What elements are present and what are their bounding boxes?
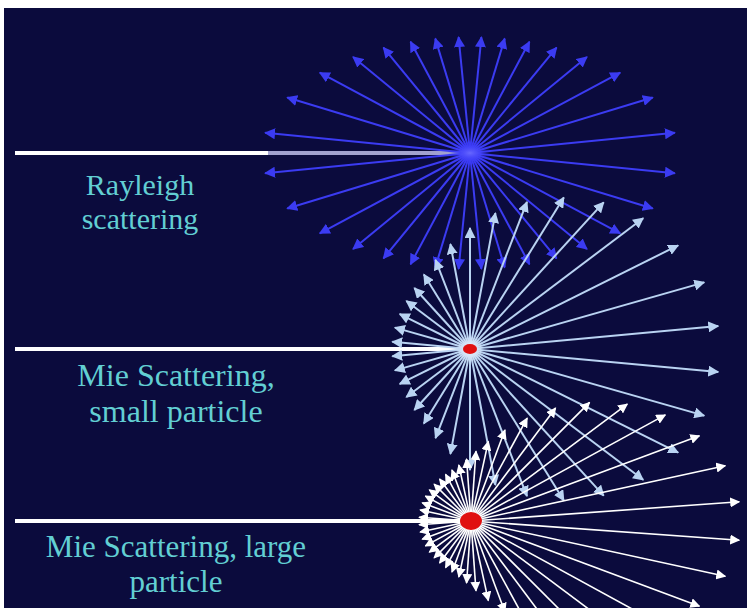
- figure-label: Mie Scattering, small particle: [45, 357, 307, 429]
- scattered-ray: [470, 202, 604, 349]
- scattered-ray: [469, 349, 471, 470]
- scattered-ray: [383, 48, 470, 153]
- scattered-ray: [470, 202, 527, 349]
- incident-beam: [15, 519, 470, 523]
- scattered-ray: [287, 153, 470, 208]
- large-particle: [460, 512, 482, 530]
- scattered-ray: [470, 153, 675, 173]
- scattered-ray: [471, 521, 665, 608]
- scattered-ray: [471, 415, 665, 521]
- scattered-ray: [470, 213, 495, 349]
- particle-glow: [453, 503, 489, 539]
- scattered-ray: [471, 521, 739, 540]
- scattered-ray: [470, 98, 653, 153]
- scattered-ray: [471, 408, 556, 521]
- scattered-ray: [470, 197, 564, 349]
- scattered-ray: [459, 153, 470, 269]
- scattered-ray: [469, 228, 471, 349]
- incident-beam: [268, 151, 470, 155]
- background-panel: [4, 8, 747, 608]
- scattered-ray: [470, 349, 718, 372]
- particle-glow: [456, 335, 484, 363]
- figure-label: Mie Scattering, large particle: [45, 529, 307, 599]
- mie-small-figure: [15, 197, 718, 500]
- scattered-ray: [471, 436, 699, 521]
- scattered-ray: [471, 502, 739, 521]
- small-particle: [463, 344, 477, 354]
- incident-beam: [15, 347, 470, 351]
- scattered-ray: [353, 57, 470, 153]
- scattered-ray: [265, 133, 470, 153]
- mie-large-figure: [15, 402, 739, 608]
- scattered-ray: [470, 57, 587, 153]
- scattered-ray: [450, 349, 470, 454]
- scattered-ray: [470, 48, 557, 153]
- figure-label: Rayleigh scattering: [40, 168, 240, 236]
- scattered-ray: [470, 153, 587, 249]
- scattered-ray: [435, 349, 470, 438]
- incident-beam: [15, 151, 268, 155]
- scattering-center: [448, 141, 492, 165]
- scattered-ray: [471, 402, 590, 521]
- scattered-ray: [470, 349, 643, 480]
- scattered-ray: [470, 37, 481, 153]
- scattered-ray: [471, 404, 627, 521]
- scattered-ray: [383, 153, 470, 258]
- scattered-ray: [353, 153, 470, 249]
- scattered-ray: [470, 153, 557, 258]
- scattered-ray: [470, 349, 604, 496]
